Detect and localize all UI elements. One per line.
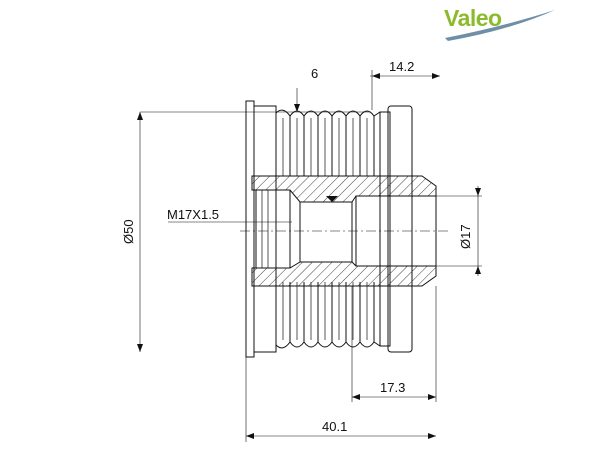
dim-173-arrow-right [428,394,436,400]
dim-401-arrow-right [428,433,436,439]
dim-hub-length: 17.3 [351,286,437,402]
lower-grooves [275,282,381,349]
dim-bore-diameter: Ø17 [436,186,482,276]
hub-section-upper [251,175,437,203]
dim-pitch-label: 6 [311,66,318,81]
dim-173-arrow-left [352,394,360,400]
thread-lines [261,190,269,268]
upper-grooves [275,109,381,176]
pulley-outline [245,100,437,358]
dim-17-label: Ø17 [458,224,473,249]
hub-section-lower [251,261,437,287]
right-shoulder [379,111,391,347]
dim-thread: M17X1.5 [167,207,292,223]
bore-inner [255,190,437,268]
valeo-logo: Valeo [444,5,555,41]
dim-pitch-arrow [294,104,300,112]
dim-outer-diameter: Ø50 [121,111,370,352]
dim-17-arrow-bottom [475,266,481,274]
dim-50-arrow-top [137,112,143,120]
dim-142-arrow-right [432,73,440,79]
dim-173-label: 17.3 [380,380,405,395]
dim-50-arrow-bottom [137,344,143,352]
dim-142-label: 14.2 [389,59,414,74]
thread-marker [326,196,338,202]
dim-142-arrow-left [372,73,380,79]
dim-groove-offset: 14.2 [370,59,440,110]
dim-50-label: Ø50 [121,219,136,244]
dim-overall-length: 40.1 [245,357,436,442]
brand-name: Valeo [444,5,502,31]
left-flange [245,100,255,358]
dim-groove-pitch: 6 [294,66,318,112]
upper-groove-roots [282,118,368,176]
right-flange [387,105,413,353]
logo-swoosh-icon [445,10,555,41]
dim-401-arrow-left [246,433,254,439]
dim-17-arrow-top [475,188,481,196]
left-collar [253,105,277,353]
dim-401-label: 40.1 [322,419,347,434]
lower-groove-roots [282,282,368,340]
dim-thread-label: M17X1.5 [167,207,219,222]
